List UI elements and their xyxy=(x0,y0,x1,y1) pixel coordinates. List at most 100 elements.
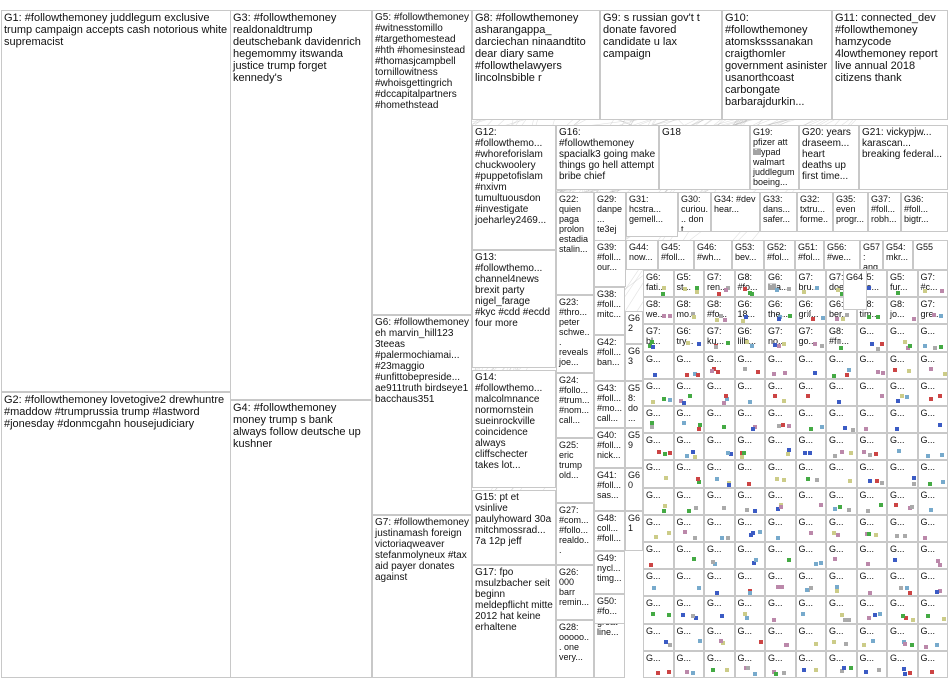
small-group-cell: G6: 18... xyxy=(734,297,765,325)
node xyxy=(698,423,703,428)
group-g42: G42: #foll... ban... xyxy=(594,335,625,381)
group-label: G26: 000 barr remin... xyxy=(559,567,590,607)
node xyxy=(939,289,944,294)
small-group-cell-label: G8: mo... xyxy=(676,299,697,320)
node xyxy=(844,313,849,318)
node xyxy=(682,421,687,426)
small-group-cell-label: G... xyxy=(646,462,661,473)
node xyxy=(908,670,913,675)
node xyxy=(909,643,914,648)
small-group-cell: G... xyxy=(704,351,735,379)
small-group-cell: G... xyxy=(673,351,704,379)
small-group-cell: G8: jo... xyxy=(887,297,918,325)
small-group-cell: G... xyxy=(765,351,796,379)
node xyxy=(740,454,745,459)
group-label: G39: #foll... our... xyxy=(597,242,624,272)
node xyxy=(743,611,748,616)
node xyxy=(940,480,945,485)
small-group-cell-label: G... xyxy=(707,625,722,636)
node xyxy=(900,393,905,398)
node xyxy=(691,315,696,320)
small-group-cell: G... xyxy=(826,650,857,678)
small-group-cell-label: G7: ku... xyxy=(707,326,725,347)
group-g49: G49: nycl... timg... xyxy=(594,551,625,594)
small-group-cell: G... xyxy=(643,351,674,379)
small-group-cell-label: G... xyxy=(707,408,722,418)
group-label: G62 xyxy=(628,313,641,333)
small-group-cell-label: G... xyxy=(890,353,905,364)
small-group-cell-label: G... xyxy=(798,408,814,418)
group-label: G50: #fo... xyxy=(597,596,620,616)
small-group-cell-label: G... xyxy=(890,462,905,473)
node xyxy=(652,373,657,378)
node xyxy=(759,639,764,644)
small-group-cell: G... xyxy=(643,406,674,434)
small-group-cell: G... xyxy=(643,542,674,570)
group-label: G52: #fol... xyxy=(767,242,790,262)
node xyxy=(849,451,854,456)
small-group-cell-label: G... xyxy=(676,380,692,391)
small-group-cell-label: G... xyxy=(768,353,783,364)
node xyxy=(726,285,731,290)
node xyxy=(649,340,654,345)
node xyxy=(814,285,819,290)
group-g53: G53: bev... xyxy=(732,240,764,270)
group-label: G31: hcstra... gemell... xyxy=(629,194,664,224)
small-group-cell-label: G... xyxy=(737,571,753,582)
small-group-cell-label: G8: #fo... xyxy=(707,299,728,320)
group-g26: G26: 000 barr remin... xyxy=(556,565,594,620)
small-group-cell: G... xyxy=(887,406,918,434)
small-group-cell: G6: lilla... xyxy=(765,270,796,298)
small-group-cell-label: G... xyxy=(829,462,844,473)
small-group-cell: G... xyxy=(826,542,857,570)
node xyxy=(934,589,939,594)
small-group-cell: G... xyxy=(887,542,918,570)
small-group-cell-label: G... xyxy=(646,380,661,391)
node xyxy=(896,290,901,295)
node xyxy=(722,505,727,510)
node xyxy=(895,534,900,539)
node xyxy=(907,591,912,596)
node xyxy=(662,509,667,514)
node xyxy=(836,287,841,292)
group-label: G49: nycl... timg... xyxy=(597,553,624,583)
node xyxy=(894,426,899,431)
node xyxy=(651,611,656,616)
node xyxy=(901,667,906,672)
node xyxy=(881,371,886,376)
small-group-cell-label: G... xyxy=(768,462,783,473)
node xyxy=(685,340,690,345)
small-group-cell-label: G6: lilla... xyxy=(768,272,789,292)
small-group-cell-label: G... xyxy=(798,435,814,446)
node xyxy=(850,427,855,432)
node xyxy=(781,423,786,428)
node xyxy=(711,668,716,673)
small-group-cell-label: G... xyxy=(676,652,692,663)
node xyxy=(786,287,791,292)
small-group-cell: G... xyxy=(643,650,674,678)
small-group-cell-label: G... xyxy=(768,489,783,500)
small-group-cell: G6: the... xyxy=(765,297,796,325)
node xyxy=(750,531,755,536)
small-group-cell-label: G6: fati... xyxy=(646,272,666,292)
group-label: G56: #we... xyxy=(827,242,852,262)
group-g50: G50: #fo... xyxy=(594,594,625,624)
node xyxy=(873,533,878,538)
group-label: G45: #foll... xyxy=(661,242,686,262)
group-g36: G36: #foll... bigtr... xyxy=(901,192,948,232)
group-g55: G55 xyxy=(913,240,948,270)
node xyxy=(911,317,916,322)
group-g38: G38: #foll... mitc... xyxy=(594,287,625,335)
node xyxy=(836,533,841,538)
group-label: G53: bev... xyxy=(735,242,758,262)
small-group-cell-label: G... xyxy=(707,380,722,391)
small-group-cell: G... xyxy=(765,487,796,515)
small-group-cell: G... xyxy=(704,433,735,461)
small-group-cell: G... xyxy=(795,623,826,651)
small-group-cell: G... xyxy=(826,623,857,651)
small-group-cell: G7: bru... xyxy=(795,270,826,298)
small-group-cell: G7: ku... xyxy=(704,324,735,352)
small-group-cell: G... xyxy=(734,406,765,434)
small-group-cell: G... xyxy=(795,514,826,542)
group-g34: G34: #dev hear... xyxy=(711,192,760,232)
